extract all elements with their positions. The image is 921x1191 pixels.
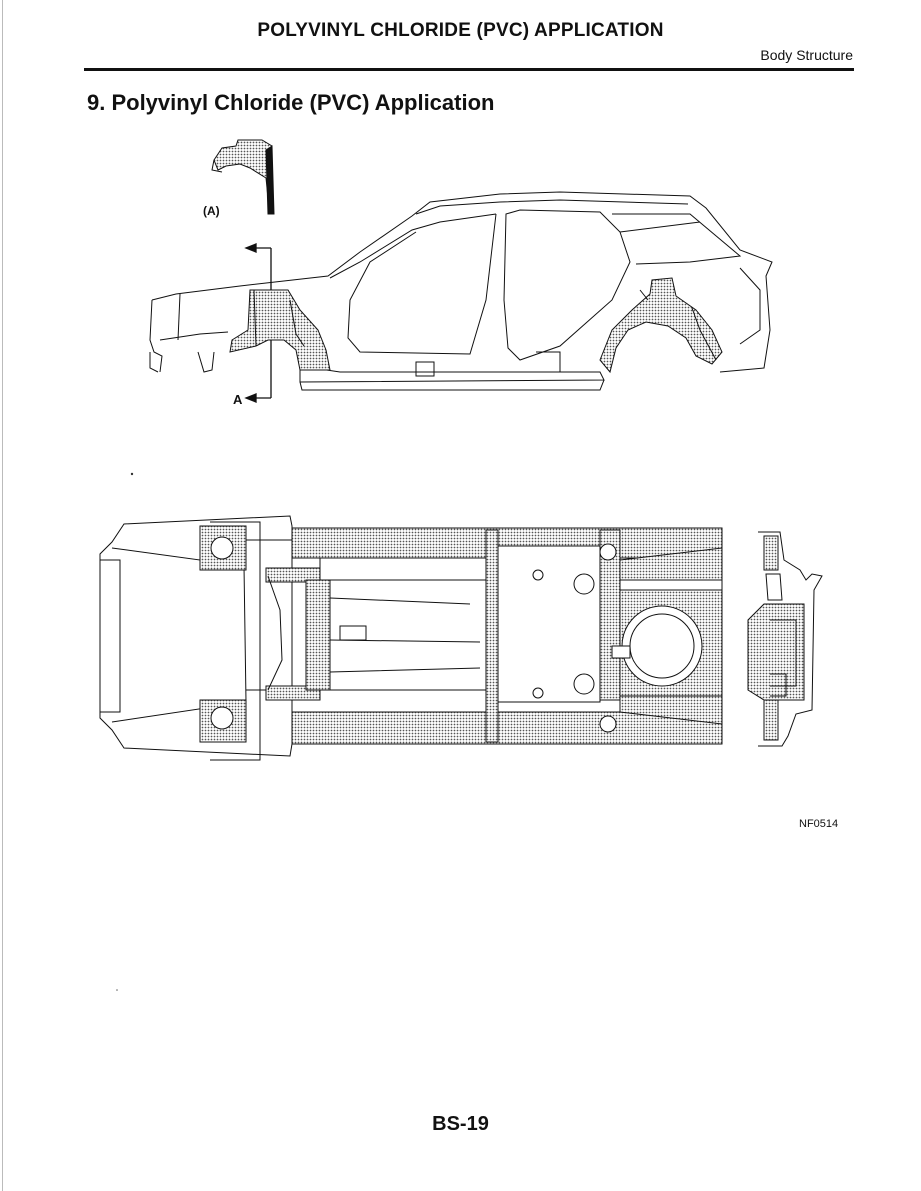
section-label: A [233,392,243,407]
page-heading: 9. Polyvinyl Chloride (PVC) Application [87,90,495,115]
detail-label: (A) [203,204,220,218]
underbody-plan-view-drawing [99,515,723,761]
section-detail-a-drawing [211,139,275,215]
rear-panel-section-drawing [747,531,823,747]
body-side-view-drawing [149,191,773,391]
page-edge-line [2,0,3,1191]
section-name: Body Structure [760,47,853,63]
section-line-a [244,243,272,403]
header-rule [84,68,854,71]
scan-speck [116,989,118,991]
running-header-title: POLYVINYL CHLORIDE (PVC) APPLICATION [257,20,664,41]
figure-code: NF0514 [799,818,839,830]
page-number: BS-19 [432,1113,489,1135]
scan-speck [130,472,134,476]
